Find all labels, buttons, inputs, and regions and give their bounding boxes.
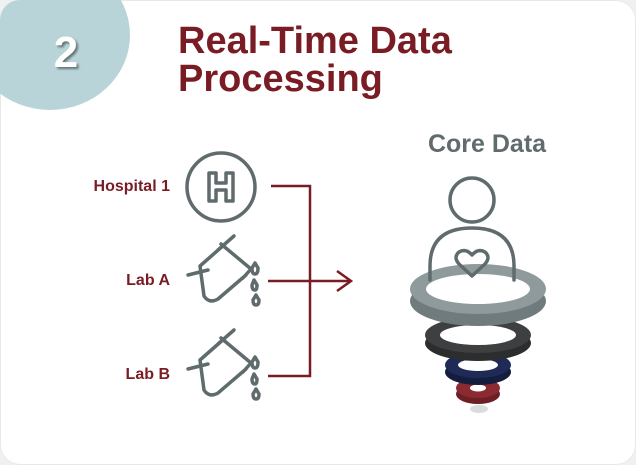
source-label-lab-a: Lab A bbox=[126, 272, 170, 289]
connector-lines bbox=[268, 184, 354, 378]
core-data-icon bbox=[410, 176, 546, 413]
step-number: 2 bbox=[53, 28, 79, 77]
source-label-hospital-1: Hospital 1 bbox=[93, 178, 170, 195]
flask-icon bbox=[186, 328, 261, 401]
core-data-label: Core Data bbox=[427, 130, 547, 158]
source-label-lab-b: Lab B bbox=[125, 366, 170, 383]
flask-icon bbox=[186, 234, 261, 307]
page-title: Real-Time Data Processing bbox=[178, 20, 452, 100]
hospital-icon bbox=[185, 151, 257, 223]
